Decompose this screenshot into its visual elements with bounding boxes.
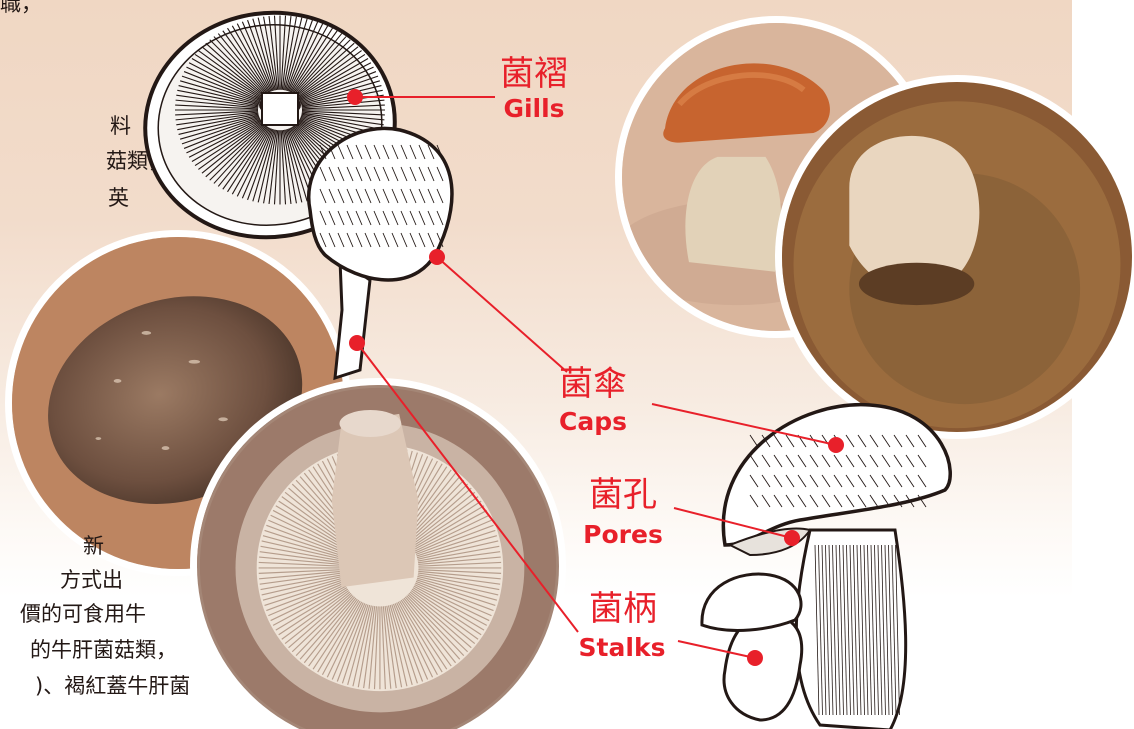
text-fragment: 新	[83, 532, 104, 560]
label-gills-en: Gills	[490, 95, 578, 123]
text-fragment: )、褐紅蓋牛肝菌	[35, 672, 190, 700]
marker-stalks	[349, 335, 365, 351]
label-pores-en: Pores	[570, 521, 676, 549]
leader-stalks	[357, 343, 578, 632]
marker-caps-porcini	[828, 437, 844, 453]
text-fragment: 方式出	[60, 566, 123, 594]
marker-gills	[347, 89, 363, 105]
marker-caps	[429, 249, 445, 265]
leader-stalks-porcini	[678, 641, 755, 658]
text-fragment: 的牛肝菌菇類，	[30, 636, 177, 664]
label-caps-zh: 菌傘	[548, 365, 638, 403]
label-pores-zh: 菌孔	[578, 476, 668, 514]
leader-pores	[674, 508, 792, 538]
marker-stalks-porcini	[747, 650, 763, 666]
marker-pores	[784, 530, 800, 546]
label-caps-en: Caps	[548, 408, 638, 436]
leader-caps	[437, 257, 567, 372]
label-stalks-zh: 菌柄	[578, 590, 668, 628]
label-stalks-en: Stalks	[566, 634, 678, 662]
leader-caps-porcini	[652, 404, 836, 445]
text-fragment: 價的可食用牛	[20, 600, 146, 628]
label-gills-zh: 菌褶	[490, 55, 578, 93]
